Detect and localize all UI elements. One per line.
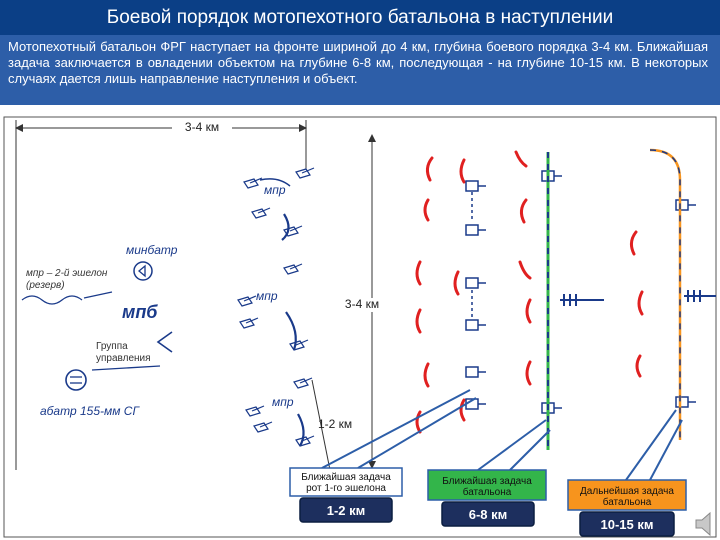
artillery-label: абатр 155-мм СГ — [40, 404, 140, 418]
page-title: Боевой порядок мотопехотного батальона в… — [0, 0, 720, 35]
callout-battalion-objective: Ближайшая задача батальона 6-8 км — [427, 469, 547, 527]
description-panel — [0, 35, 720, 105]
callout-3-value: 10-15 км — [601, 517, 654, 532]
callout-pointer-3 — [625, 409, 677, 481]
company-bottom-label: мпр — [272, 395, 294, 409]
callout-1-value: 1-2 км — [327, 503, 366, 518]
mortar-battery-label: минбатр — [126, 243, 178, 257]
control-group-label-line2: управления — [96, 353, 151, 364]
callout-pointer-2 — [477, 419, 547, 471]
description-text: Мотопехотный батальон ФРГ наступает на ф… — [8, 39, 708, 86]
depth-label: 3-4 км — [345, 297, 379, 311]
callout-pointer-1 — [321, 389, 471, 469]
speaker-icon[interactable] — [695, 511, 711, 537]
callout-subsequent-objective: Дальнейшая задача батальона 10-15 км — [567, 479, 687, 537]
front-width-dimension: 3-4 км — [15, 120, 307, 470]
company-group-middle: мпр — [237, 263, 309, 351]
echelon-gap-label: 1-2 км — [318, 417, 352, 431]
callout-1-line1: Ближайшая задача — [301, 472, 391, 483]
diagram-frame — [3, 116, 717, 538]
control-group-label-line1: Группа — [96, 341, 128, 352]
forward-units — [465, 170, 697, 414]
callout-3-line1: Дальнейшая задача — [580, 486, 674, 497]
company-group-bottom: мпр — [245, 377, 315, 447]
callout-2-line1: Ближайшая задача — [442, 476, 532, 487]
control-group: Группа управления — [91, 331, 173, 371]
callout-2-value: 6-8 км — [469, 507, 508, 522]
obstacles — [560, 290, 716, 306]
callout-company-objective: Ближайшая задача рот 1-го эшелона 1-2 км — [289, 467, 403, 523]
company-group-top: мпр — [243, 167, 315, 241]
enemy-positions — [415, 150, 644, 434]
reserve-label-line1: мпр – 2-й эшелон — [26, 268, 108, 279]
callout-1-line2: рот 1-го эшелона — [306, 483, 386, 494]
mortar-battery: минбатр — [126, 243, 178, 281]
callout-3-line2: батальона — [603, 496, 652, 508]
reserve-label-line2: (резерв) — [26, 280, 65, 291]
callout-2-line2: батальона — [463, 486, 512, 498]
battalion-label: мпб — [122, 302, 158, 322]
company-top-label: мпр — [264, 183, 286, 197]
echelon-gap-dimension: 1-2 км — [311, 379, 352, 471]
artillery-battalion: абатр 155-мм СГ — [40, 369, 140, 418]
front-width-label: 3-4 км — [185, 120, 219, 134]
subsequent-objective-line — [649, 148, 682, 440]
company-middle-label: мпр — [256, 289, 278, 303]
reserve-company: мпр – 2-й эшелон (резерв) — [21, 268, 113, 305]
